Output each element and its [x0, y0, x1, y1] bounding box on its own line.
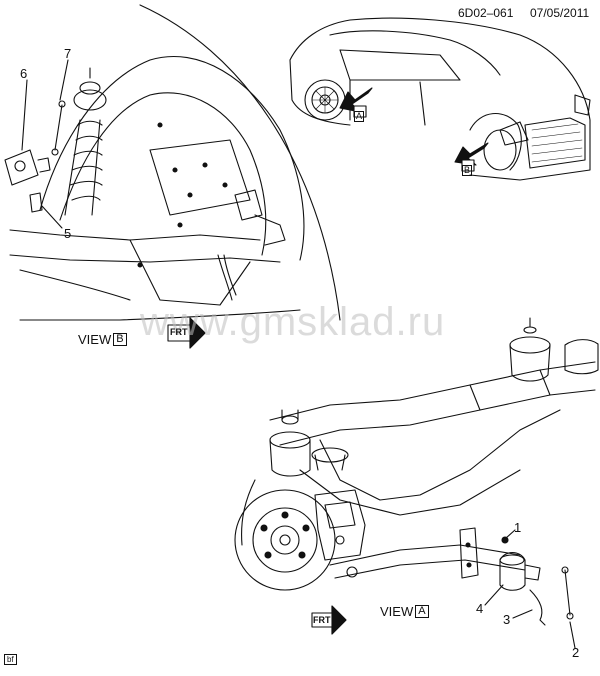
callout-5: 5: [64, 226, 72, 241]
frt-arrow-lower: [311, 605, 347, 635]
view-b-detail: [4, 4, 341, 321]
drawing-date: 07/05/2011: [530, 6, 590, 20]
car-tag-a: A: [354, 106, 366, 122]
view-a-detail: [234, 317, 599, 649]
view-a-label: VIEW A: [380, 604, 429, 619]
view-b-tag: B: [113, 333, 127, 346]
watermark-text: www.gmsklad.ru: [140, 300, 446, 344]
frt-label-upper: FRT: [170, 327, 188, 337]
car-tag-b: B: [462, 160, 474, 176]
vehicle-silhouette: [289, 17, 591, 181]
frt-arrow-upper: [167, 317, 206, 349]
view-b-label: VIEW B: [78, 332, 127, 347]
callout-7: 7: [64, 46, 72, 61]
frt-label-lower: FRT: [313, 615, 331, 625]
callout-2: 2: [572, 645, 580, 660]
car-tag-a-label: A: [354, 111, 365, 122]
corner-tag: bf: [4, 654, 17, 665]
callout-3: 3: [503, 612, 511, 627]
view-b-text: VIEW: [78, 332, 112, 347]
car-tag-b-label: B: [462, 165, 473, 176]
callout-1: 1: [514, 520, 522, 535]
callout-6: 6: [20, 66, 28, 81]
view-a-text: VIEW: [380, 604, 414, 619]
view-a-tag: A: [415, 605, 429, 618]
callout-4: 4: [476, 601, 484, 616]
drawing-code: 6D02–061: [458, 6, 514, 20]
